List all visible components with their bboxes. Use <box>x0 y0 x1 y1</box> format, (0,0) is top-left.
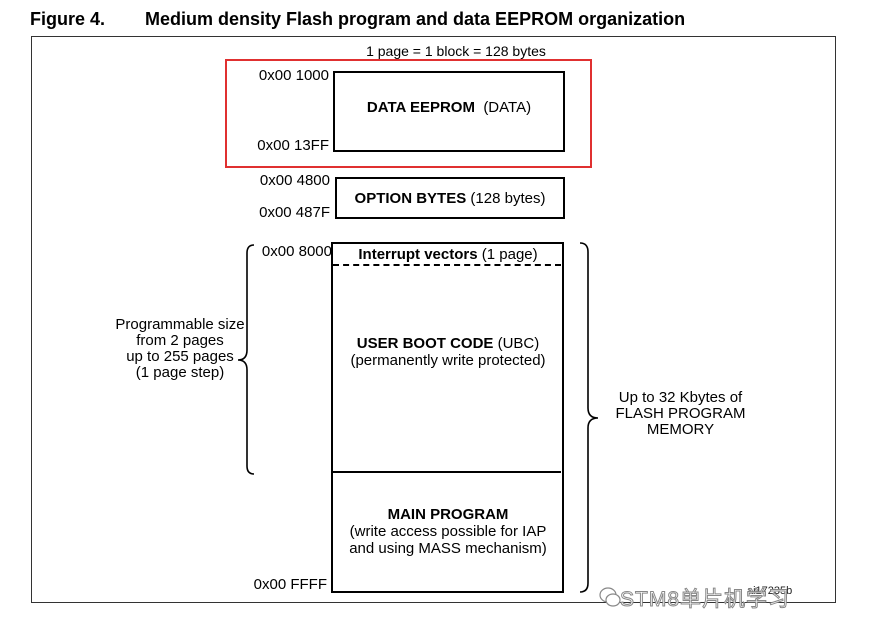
figure-title: Medium density Flash program and data EE… <box>145 9 686 29</box>
option-bytes-name: OPTION BYTES <box>354 190 467 207</box>
figure-id: ai17235b <box>747 585 793 597</box>
right-note-line-3: MEMORY <box>646 421 715 438</box>
interrupt-vectors-name: Interrupt vectors <box>358 246 478 263</box>
right-note: Up to 32 Kbytes of FLASH PROGRAM MEMORY <box>598 390 763 438</box>
flash-start-address: 0x00 8000 <box>261 243 332 260</box>
right-note-line-2: FLASH PROGRAM <box>615 405 746 422</box>
main-program-detail-1: (write access possible for IAP <box>349 523 547 540</box>
wechat-icon <box>599 587 621 607</box>
main-program-detail-2: and using MASS mechanism) <box>349 540 547 557</box>
ubc-label: USER BOOT CODE (UBC) (permanently write … <box>333 335 563 369</box>
flash-end-address: 0x00 FFFF <box>253 576 327 593</box>
left-note-line-3: up to 255 pages <box>126 348 234 365</box>
data-eeprom-detail: (DATA) <box>483 99 532 116</box>
right-brace-icon <box>579 242 599 593</box>
data-eeprom-block <box>333 71 565 152</box>
eeprom-end-address: 0x00 13FF <box>257 137 329 154</box>
diagram-frame <box>31 36 836 603</box>
eeprom-start-address: 0x00 1000 <box>258 67 329 84</box>
interrupt-vectors-detail: (1 page) <box>481 246 538 263</box>
option-bytes-label: OPTION BYTES (128 bytes) <box>335 190 565 207</box>
ubc-name: USER BOOT CODE <box>356 335 494 352</box>
left-note-line-4: (1 page step) <box>135 364 225 381</box>
main-program-label: MAIN PROGRAM (write access possible for … <box>333 506 563 557</box>
main-program-name: MAIN PROGRAM <box>387 506 509 523</box>
highlight-box <box>225 59 592 168</box>
interrupt-separator <box>333 264 561 266</box>
left-note: Programmable size from 2 pages up to 255… <box>80 317 280 381</box>
flash-program-block <box>331 242 564 593</box>
watermark-text: STM8单片机学习 <box>619 588 791 612</box>
left-note-line-1: Programmable size <box>115 316 245 333</box>
ubc-detail: (UBC) <box>497 335 540 352</box>
interrupt-vectors-label: Interrupt vectors (1 page) <box>333 246 563 263</box>
ubc-main-separator <box>333 471 561 473</box>
option-bytes-block <box>335 177 565 219</box>
data-eeprom-name: DATA EEPROM <box>366 99 475 116</box>
left-brace-icon <box>237 244 255 475</box>
left-note-line-2: from 2 pages <box>136 332 224 349</box>
option-start-address: 0x00 4800 <box>259 172 330 189</box>
right-note-line-1: Up to 32 Kbytes of <box>618 389 743 406</box>
option-bytes-detail: (128 bytes) <box>470 190 546 207</box>
figure-label: Figure 4. <box>30 9 106 29</box>
option-end-address: 0x00 487F <box>259 204 330 221</box>
page-size-note: 1 page = 1 block = 128 bytes <box>366 43 546 59</box>
ubc-protection: (permanently write protected) <box>350 352 546 369</box>
data-eeprom-label: DATA EEPROM (DATA) <box>333 99 565 116</box>
